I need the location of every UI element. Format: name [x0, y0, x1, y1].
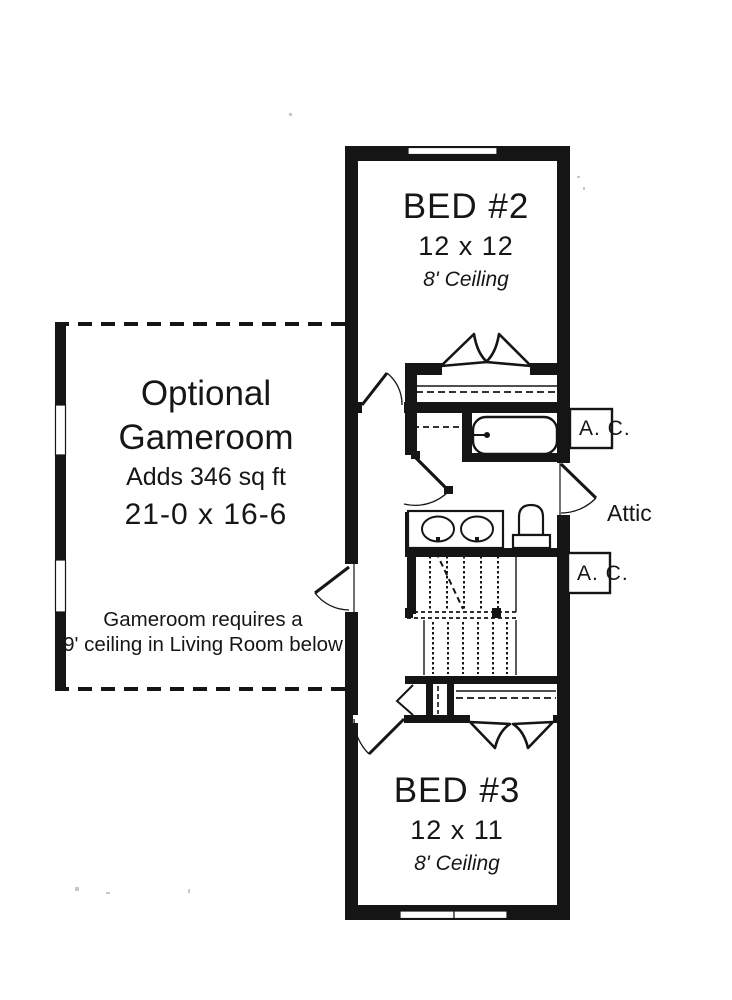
bathroom-door — [403, 451, 453, 506]
scan-specks — [75, 113, 585, 894]
vanity-sink-left — [421, 515, 455, 543]
gameroom-window-bottom — [54, 559, 67, 613]
gameroom-title-line1: Optional — [140, 374, 272, 413]
ac-units — [566, 407, 614, 595]
closet-details — [395, 385, 557, 716]
bed3-door-opening — [353, 715, 404, 723]
gameroom-door-opening — [345, 564, 358, 612]
stairs-newel-right — [492, 608, 501, 618]
bed2-door — [360, 372, 403, 406]
attic-door — [559, 462, 598, 514]
staircase — [405, 551, 517, 675]
hall-wall-upper — [405, 363, 417, 455]
stairs-lower-treads — [432, 622, 508, 674]
bed2-dims: 12 x 12 — [418, 231, 514, 261]
tub-nook-left-wall — [462, 412, 472, 461]
gameroom-label-block: Optional Gameroom Adds 346 sq ft 21-0 x … — [56, 372, 356, 532]
bed3-label-block: BED #3 12 x 11 8' Ceiling — [346, 770, 568, 879]
ac-top-label: A. C. — [579, 417, 631, 440]
bed2-window — [407, 146, 498, 156]
bath-bottom-wall — [405, 548, 570, 557]
gameroom-title-line2: Gameroom — [118, 418, 294, 457]
bed3-bifold-left — [468, 720, 512, 750]
stairs-bottom-wall — [405, 676, 570, 684]
bed2-door-opening — [362, 402, 404, 413]
bed3-dims: 12 x 11 — [410, 815, 504, 845]
gameroom-dims: 21-0 x 16-6 — [124, 498, 288, 531]
bifold-doors — [439, 332, 555, 750]
ac-unit-bottom-box — [566, 551, 612, 595]
bed3-window-left — [399, 910, 455, 920]
stairs-direction-dashed — [435, 551, 464, 610]
bed3-name: BED #3 — [393, 771, 521, 810]
gameroom-left-wall — [55, 326, 66, 690]
interior-openings — [353, 363, 553, 723]
bathtub-faucet — [484, 432, 490, 438]
doors — [314, 372, 598, 756]
gameroom-shell — [54, 322, 345, 691]
understair-closet-door — [395, 684, 414, 716]
gameroom-door — [314, 565, 350, 611]
exterior-walls — [345, 146, 570, 920]
tub-nook-bottom-wall — [462, 453, 570, 462]
gameroom-note-line1: Gameroom requires a — [103, 608, 303, 631]
stairs-upper-treads — [429, 556, 499, 611]
bed2-name: BED #2 — [402, 187, 530, 226]
stairs-newel-left — [405, 608, 413, 618]
bed2-bifold-right — [484, 332, 533, 368]
gameroom-window-top — [54, 404, 67, 456]
windows — [399, 146, 508, 920]
bed3-door — [353, 717, 406, 756]
bed3-ceiling: 8' Ceiling — [414, 852, 500, 875]
gameroom-note-line2: 9' ceiling in Living Room below — [63, 632, 343, 656]
bed2-south-wall — [345, 402, 570, 413]
sink-faucet-right — [475, 537, 479, 541]
stairs-left-wall — [407, 548, 416, 614]
gameroom-adds-sqft: Adds 346 sq ft — [126, 463, 286, 491]
bed3-window-right — [453, 910, 508, 920]
toilet-tank — [511, 533, 552, 550]
bed2-closet-opening — [442, 363, 530, 375]
toilet-bowl — [517, 503, 545, 537]
ac-unit-top-box — [568, 407, 614, 450]
ac-bottom-label: A. C. — [577, 562, 629, 585]
sink-faucet-left — [436, 537, 440, 541]
bed2-ceiling: 8' Ceiling — [423, 268, 509, 291]
bed2-bifold-left — [439, 332, 489, 368]
right-wall — [557, 146, 570, 920]
bathroom-fixtures — [406, 415, 559, 550]
bed3-bifold-right — [511, 720, 555, 750]
bed3-north-wall — [345, 715, 570, 723]
bed3-closet-wall-1 — [426, 684, 433, 715]
attic-label: Attic — [607, 500, 652, 526]
bed3-closet-opening — [470, 715, 553, 723]
bed3-closet-wall-2 — [447, 684, 454, 715]
vanity-sink-right — [460, 515, 494, 543]
wall-openings — [345, 463, 570, 612]
bed2-label-block: BED #2 12 x 12 8' Ceiling — [356, 186, 576, 295]
gameroom-note-block: Gameroom requires a 9' ceiling in Living… — [43, 608, 363, 657]
